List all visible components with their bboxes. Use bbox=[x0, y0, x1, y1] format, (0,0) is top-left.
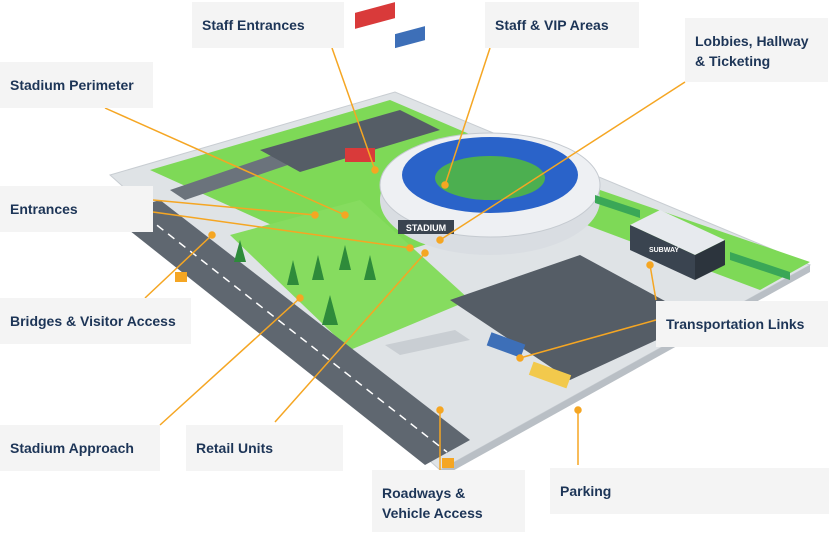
leader-entrances-b bbox=[152, 199, 316, 216]
label-entrances: Entrances bbox=[0, 186, 153, 232]
leader-transport-a-dot bbox=[516, 354, 524, 362]
stadium-pitch bbox=[435, 156, 545, 200]
subway-roof bbox=[630, 210, 725, 255]
bus-2 bbox=[528, 361, 572, 389]
leader-perimeter bbox=[104, 107, 346, 216]
leader-entrances-b-dot bbox=[311, 211, 319, 219]
container-red-1 bbox=[355, 2, 395, 29]
leader-staff-entrances-dot bbox=[371, 166, 379, 174]
label-retail-units: Retail Units bbox=[186, 425, 343, 471]
label-stadium-approach: Stadium Approach bbox=[0, 425, 160, 471]
leader-transport-b-dot bbox=[646, 261, 654, 269]
bus-1 bbox=[486, 332, 526, 358]
orange-sign-left bbox=[175, 272, 187, 282]
tree-5 bbox=[234, 240, 246, 262]
label-staff-entrances: Staff Entrances bbox=[192, 2, 344, 48]
leader-staff-vip-dot bbox=[441, 181, 449, 189]
label-staff-vip-areas: Staff & VIP Areas bbox=[485, 2, 639, 48]
parking-lot-main bbox=[450, 255, 700, 380]
train-left bbox=[595, 195, 640, 218]
tree-2 bbox=[312, 255, 324, 280]
subway-sign: SUBWAY bbox=[649, 247, 679, 254]
orange-sign-bottom bbox=[442, 458, 454, 468]
grass-approach bbox=[230, 200, 470, 350]
leader-roadways-dot bbox=[436, 406, 444, 414]
tree-4 bbox=[339, 245, 351, 270]
container-blue-1 bbox=[395, 26, 425, 49]
leader-lobbies-dot bbox=[436, 236, 444, 244]
leader-bridges bbox=[144, 234, 213, 299]
leader-retail-dot bbox=[421, 249, 429, 257]
container-red-2 bbox=[345, 148, 375, 162]
subway-side bbox=[695, 240, 725, 280]
leader-staff-vip bbox=[444, 47, 491, 186]
label-lobbies-hallway-ticketing: Lobbies, Hallway & Ticketing bbox=[685, 18, 828, 82]
footbridge bbox=[385, 330, 470, 355]
leader-approach-dot bbox=[296, 294, 304, 302]
leader-perimeter-dot bbox=[341, 211, 349, 219]
leader-parking-dot bbox=[574, 406, 582, 414]
subway-front bbox=[630, 225, 695, 280]
label-roadways-vehicle-access: Roadways & Vehicle Access bbox=[372, 470, 525, 532]
train-right bbox=[730, 252, 790, 280]
parking-lot-top bbox=[260, 110, 440, 172]
label-parking: Parking bbox=[550, 468, 829, 514]
leader-retail bbox=[274, 252, 426, 423]
leader-transport-a bbox=[519, 319, 657, 359]
highway-lane bbox=[134, 207, 448, 453]
leader-transport-b bbox=[649, 264, 657, 301]
leader-staff-entrances bbox=[331, 47, 376, 171]
stadium-sign: STADIUM bbox=[406, 223, 446, 233]
leader-approach bbox=[159, 297, 301, 426]
leader-entrances-a-dot bbox=[406, 244, 414, 252]
tree-3 bbox=[322, 295, 338, 325]
label-transportation-links: Transportation Links bbox=[656, 301, 828, 347]
tree-6 bbox=[364, 255, 376, 280]
label-stadium-perimeter: Stadium Perimeter bbox=[0, 62, 153, 108]
label-bridges-visitor-access: Bridges & Visitor Access bbox=[0, 298, 191, 344]
tree-1 bbox=[287, 260, 299, 285]
leader-entrances-a bbox=[152, 211, 411, 249]
stadium-sign-plate bbox=[398, 220, 454, 234]
leader-lobbies bbox=[439, 81, 686, 241]
leader-bridges-dot bbox=[208, 231, 216, 239]
